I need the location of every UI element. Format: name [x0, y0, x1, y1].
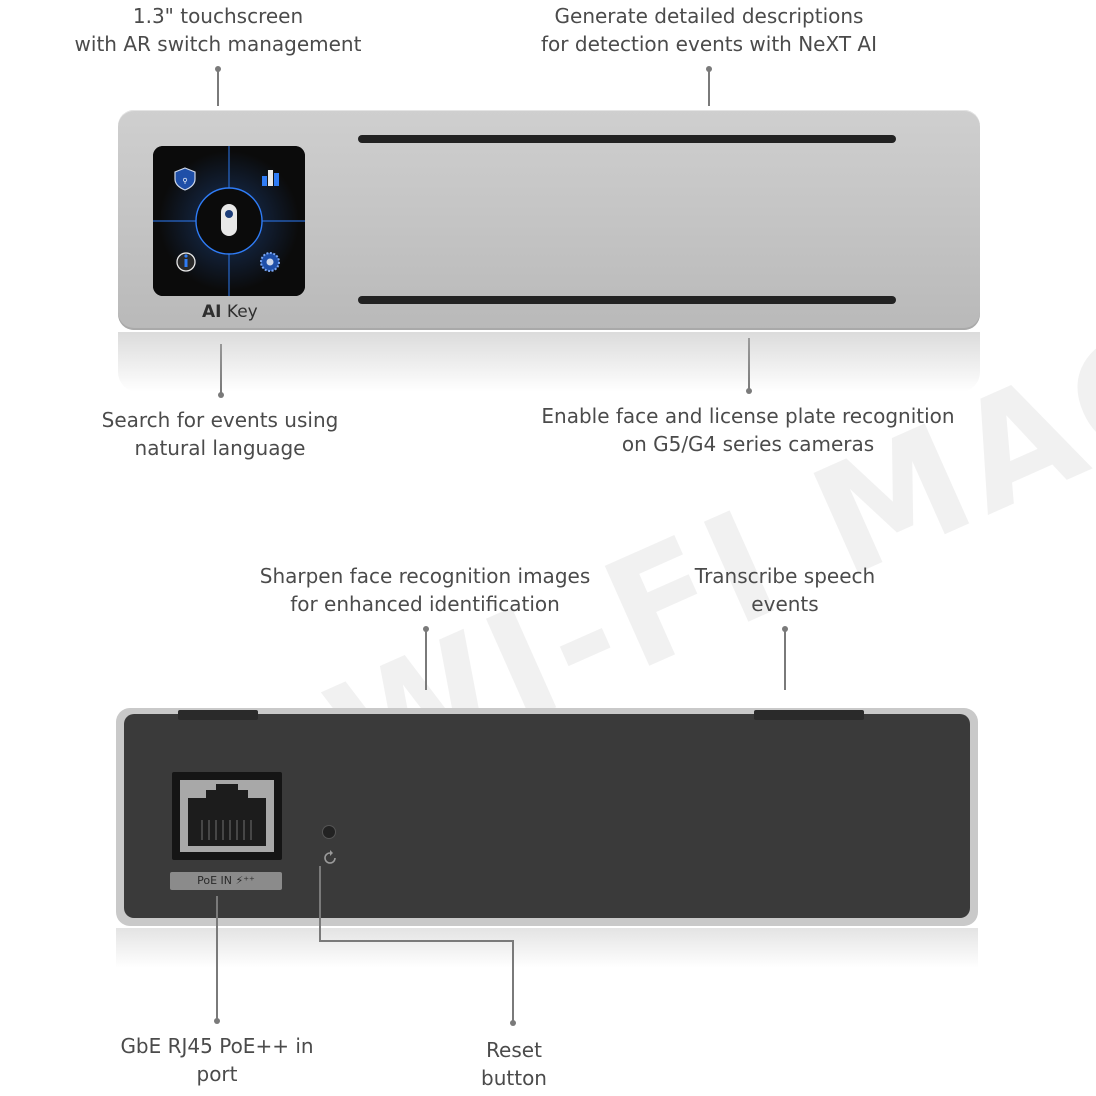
callout-dot — [510, 1020, 516, 1026]
callout-sharpen: Sharpen face recognition images for enha… — [259, 564, 591, 616]
rear-panel: PoE IN ⚡⁺⁺ — [124, 710, 970, 918]
poe-in-label: PoE IN ⚡⁺⁺ — [170, 872, 282, 890]
callout-line — [512, 940, 514, 1022]
callout-line — [319, 940, 514, 942]
bar-chart-icon — [262, 170, 279, 186]
callout-line — [708, 68, 710, 106]
callout-reset: Reset button — [481, 1038, 547, 1090]
svg-text:⚲: ⚲ — [182, 177, 187, 185]
shield-icon: ⚲ — [174, 167, 196, 191]
callout-recognition: Enable face and license plate recognitio… — [541, 404, 955, 456]
callout-line — [784, 628, 786, 690]
callout-descriptions: Generate detailed descriptions for detec… — [541, 4, 877, 56]
callout-dot — [218, 392, 224, 398]
vent-slot-bottom — [358, 296, 896, 304]
front-reflection — [118, 332, 980, 392]
touchscreen[interactable]: ⚲ — [153, 146, 305, 296]
device-brand-label: AI Key — [202, 302, 258, 322]
callout-line — [216, 896, 218, 1022]
callout-search: Search for events using natural language — [101, 408, 339, 460]
ai-key-front: ⚲ AI Key — [118, 110, 980, 330]
touchscreen-ui: ⚲ — [153, 146, 305, 296]
callout-line — [425, 628, 427, 690]
callout-rj45: GbE RJ45 PoE++ in port — [120, 1034, 314, 1086]
ai-key-rear: PoE IN ⚡⁺⁺ — [116, 708, 978, 926]
callout-transcribe: Transcribe speech events — [694, 564, 876, 616]
callout-line — [217, 68, 219, 106]
reset-button[interactable] — [323, 826, 335, 838]
rear-top-edge — [178, 710, 258, 720]
reset-icon — [324, 850, 336, 864]
rj45-port[interactable] — [172, 772, 282, 860]
callout-line — [319, 866, 321, 942]
vent-slot-top — [358, 135, 896, 143]
rear-top-edge — [754, 710, 864, 720]
gear-icon — [260, 252, 280, 272]
rj45-socket-icon — [180, 780, 274, 852]
callout-touchscreen: 1.3" touchscreen with AR switch manageme… — [74, 4, 362, 56]
callout-dot — [214, 1018, 220, 1024]
info-icon — [176, 252, 196, 272]
rear-reflection — [116, 928, 978, 968]
